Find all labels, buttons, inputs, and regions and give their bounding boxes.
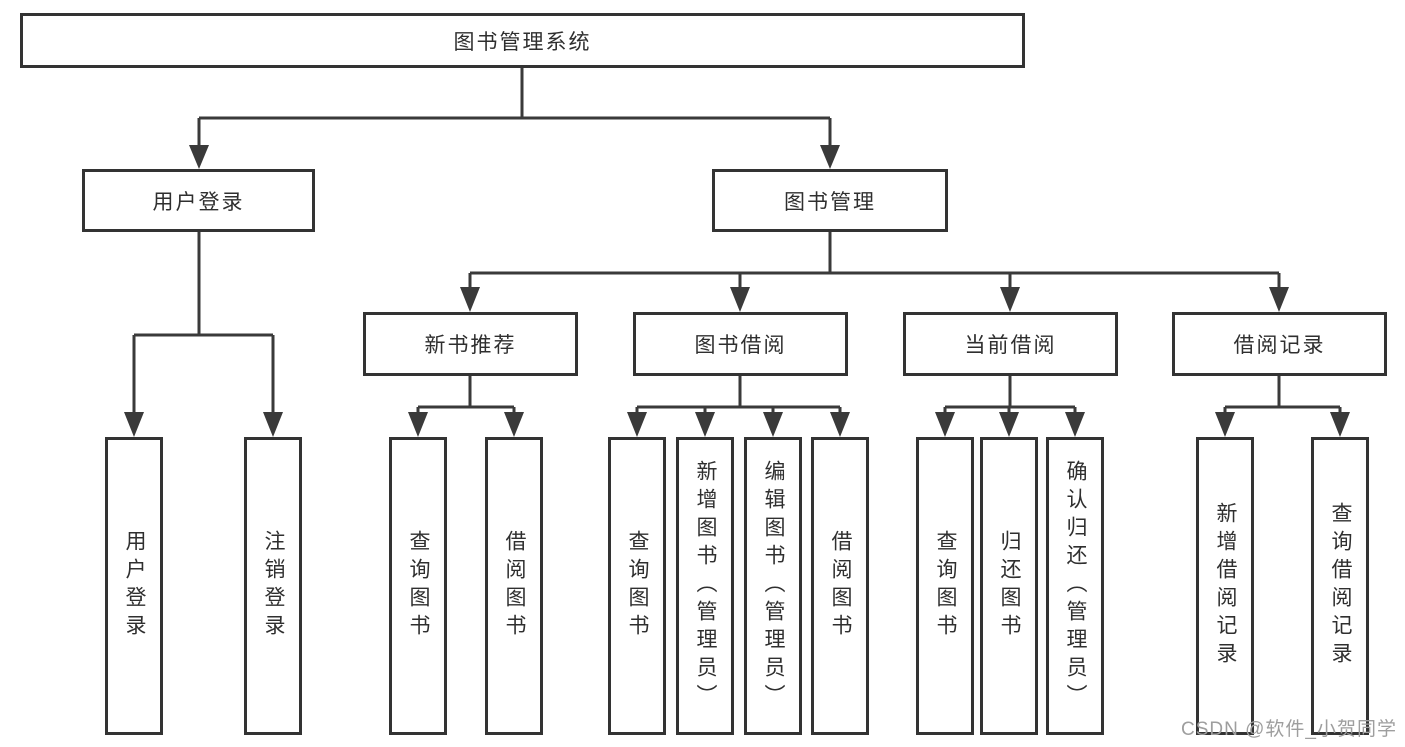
leaf-label: 用户登录 bbox=[123, 530, 146, 642]
leaf-label: 借阅图书 bbox=[503, 530, 526, 642]
node-book-management: 图书管理 bbox=[712, 169, 948, 232]
node-current-query-books: 查询图书 bbox=[916, 437, 974, 735]
connector-book-borrow-to-leaves bbox=[627, 376, 850, 437]
node-borrow-query-books: 查询图书 bbox=[608, 437, 666, 735]
csdn-watermark: CSDN @软件_小贺同学 bbox=[1181, 719, 1397, 740]
node-rec-query-books: 查询图书 bbox=[389, 437, 447, 735]
connector-new-book-rec-to-leaves bbox=[408, 376, 524, 437]
leaf-label: 新增图书（管理员） bbox=[694, 460, 717, 712]
node-borrow-borrow-books: 借阅图书 bbox=[811, 437, 869, 735]
node-logout: 注销登录 bbox=[244, 437, 302, 735]
node-current-borrowing: 当前借阅 bbox=[903, 312, 1118, 376]
connector-user-login-to-leaves bbox=[124, 232, 283, 437]
node-current-confirm-return-admin: 确认归还（管理员） bbox=[1046, 437, 1104, 735]
node-user-login-action: 用户登录 bbox=[105, 437, 163, 735]
node-borrow-edit-books-admin: 编辑图书（管理员） bbox=[744, 437, 802, 735]
leaf-label: 注销登录 bbox=[262, 530, 285, 642]
connector-borrow-records-to-leaves bbox=[1215, 376, 1350, 437]
leaf-label: 借阅图书 bbox=[829, 530, 852, 642]
node-user-login: 用户登录 bbox=[82, 169, 315, 232]
node-library-management-system: 图书管理系统 bbox=[20, 13, 1025, 68]
leaf-label: 新增借阅记录 bbox=[1214, 502, 1237, 670]
node-records-query-borrow-record: 查询借阅记录 bbox=[1311, 437, 1369, 735]
node-current-return-books: 归还图书 bbox=[980, 437, 1038, 735]
node-borrowing-records: 借阅记录 bbox=[1172, 312, 1387, 376]
connector-book-mgmt-to-level3 bbox=[460, 232, 1289, 312]
leaf-label: 编辑图书（管理员） bbox=[762, 460, 785, 712]
leaf-label: 查询图书 bbox=[407, 530, 430, 642]
leaf-label: 查询借阅记录 bbox=[1329, 502, 1352, 670]
connector-current-borrow-to-leaves bbox=[935, 376, 1085, 437]
leaf-label: 查询图书 bbox=[626, 530, 649, 642]
leaf-label: 查询图书 bbox=[934, 530, 957, 642]
leaf-label: 归还图书 bbox=[998, 530, 1021, 642]
node-borrow-add-books-admin: 新增图书（管理员） bbox=[676, 437, 734, 735]
node-rec-borrow-books: 借阅图书 bbox=[485, 437, 543, 735]
node-records-add-borrow-record: 新增借阅记录 bbox=[1196, 437, 1254, 735]
connector-root-to-level2 bbox=[189, 68, 840, 169]
leaf-label: 确认归还（管理员） bbox=[1064, 460, 1087, 712]
node-new-book-recommendation: 新书推荐 bbox=[363, 312, 578, 376]
node-book-borrowing: 图书借阅 bbox=[633, 312, 848, 376]
